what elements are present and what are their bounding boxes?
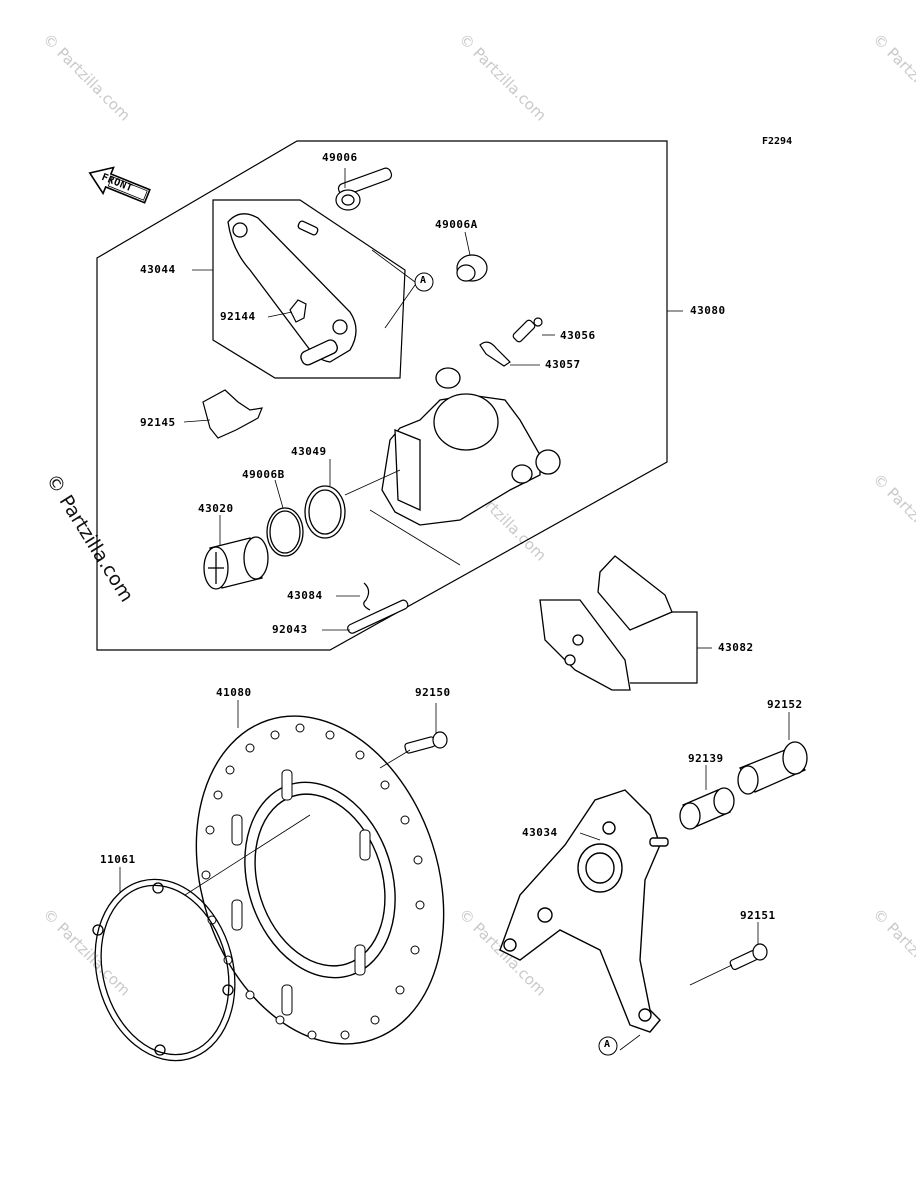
clip-43084 (363, 582, 371, 611)
assembly-outline-43080 (96, 140, 668, 651)
part-label-43049: 43049 (291, 445, 327, 458)
subgroup-outline-43044 (212, 199, 406, 379)
part-label-11061: 11061 (100, 853, 136, 866)
ref-marker-a-upper (414, 272, 434, 292)
part-label-43084: 43084 (287, 589, 323, 602)
part-label-43056: 43056 (560, 329, 596, 342)
part-label-43020: 43020 (198, 502, 234, 515)
bolt-92151 (729, 943, 768, 971)
part-label-92151: 92151 (740, 909, 776, 922)
part-label-43082: 43082 (718, 641, 754, 654)
part-label-49006a: 49006A (435, 218, 478, 231)
seal-49006b (266, 507, 304, 557)
pad-spring-92144 (289, 299, 307, 323)
part-label-92145: 92145 (140, 416, 176, 429)
part-label-41080: 41080 (216, 686, 252, 699)
front-arrow-icon (88, 166, 151, 204)
part-label-92150: 92150 (415, 686, 451, 699)
caliper-body (381, 367, 561, 526)
caliper-bracket-43034 (499, 789, 669, 1033)
part-label-43034: 43034 (522, 826, 558, 839)
pin-49006 (335, 167, 393, 211)
pad-spring-92145 (202, 389, 263, 439)
collar-92152 (737, 741, 808, 795)
bushing-92139 (679, 787, 735, 830)
cap-43057 (479, 341, 511, 367)
ref-marker-a-lower-label: A (604, 1039, 611, 1050)
part-label-92139: 92139 (688, 752, 724, 765)
brake-pads-43082 (539, 555, 673, 691)
gasket-11061 (92, 878, 236, 1062)
part-label-92152: 92152 (767, 698, 803, 711)
part-label-43080: 43080 (690, 304, 726, 317)
piston-43020 (203, 536, 269, 590)
part-label-49006b: 49006B (242, 468, 285, 481)
brake-disc-41080 (195, 715, 445, 1045)
bracket-43082 (630, 611, 698, 684)
ref-marker-a-lower (598, 1036, 618, 1056)
part-label-43057: 43057 (545, 358, 581, 371)
part-label-43044: 43044 (140, 263, 176, 276)
pin-92043 (347, 599, 409, 634)
boot-49006a (456, 254, 488, 282)
ref-marker-a-upper-label: A (420, 275, 427, 286)
part-label-92144: 92144 (220, 310, 256, 323)
part-label-49006: 49006 (322, 151, 358, 164)
caliper-bracket-43044 (227, 213, 357, 366)
seal-43049 (304, 485, 346, 539)
part-label-92043: 92043 (272, 623, 308, 636)
figure-id: F2294 (762, 136, 793, 147)
bolt-92150 (404, 731, 448, 754)
bleed-valve-43056 (512, 317, 543, 343)
